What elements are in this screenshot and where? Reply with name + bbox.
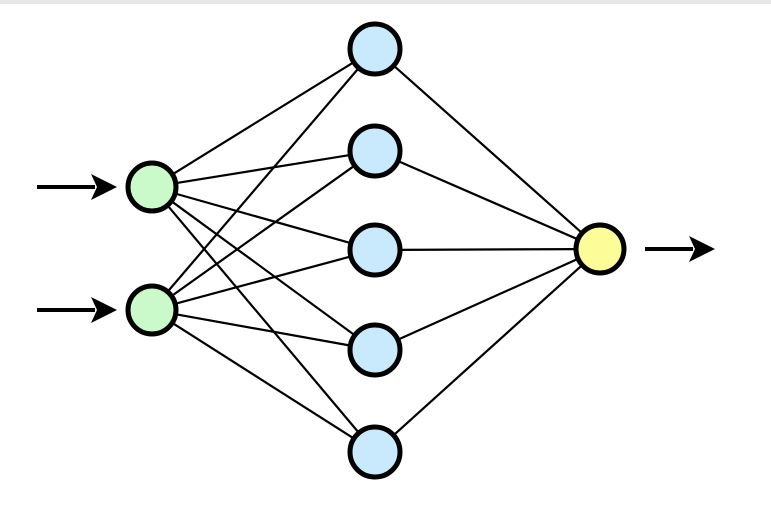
- edge-h3-o1: [397, 248, 579, 251]
- edge-i2-h3: [173, 255, 353, 306]
- edge-i2-h4: [173, 312, 353, 347]
- neuron-i2[interactable]: [125, 283, 179, 337]
- input-arrow-2-head: [91, 297, 117, 323]
- neuron-i1[interactable]: [125, 160, 179, 214]
- neuron-h3[interactable]: [347, 222, 403, 278]
- edge-i1-h5: [165, 203, 361, 435]
- edge-i2-h5: [170, 321, 356, 441]
- neuron-o1[interactable]: [573, 222, 627, 276]
- output-arrow-1-head: [689, 236, 715, 262]
- io-arrows: [37, 174, 715, 323]
- top-edge-band: [0, 0, 771, 4]
- edge-h5-o1: [391, 263, 585, 438]
- edge-i2-h1: [165, 66, 361, 294]
- edge-h4-o1: [395, 257, 581, 342]
- edge-h2-o1: [395, 159, 581, 241]
- neuron-h4[interactable]: [347, 322, 403, 378]
- edge-i1-h4: [169, 199, 357, 337]
- connection-edges: [165, 60, 585, 441]
- edge-i1-h3: [173, 192, 354, 245]
- edge-i2-h2: [169, 163, 357, 298]
- neuron-h5[interactable]: [347, 424, 403, 480]
- input-arrow-1-head: [91, 174, 117, 200]
- neuron-h1[interactable]: [347, 21, 403, 77]
- neuron-nodes: [125, 21, 627, 480]
- edge-i1-h1: [170, 60, 356, 176]
- edge-h1-o1: [391, 63, 584, 235]
- neuron-h2[interactable]: [347, 123, 403, 179]
- edge-i1-h2: [173, 153, 353, 185]
